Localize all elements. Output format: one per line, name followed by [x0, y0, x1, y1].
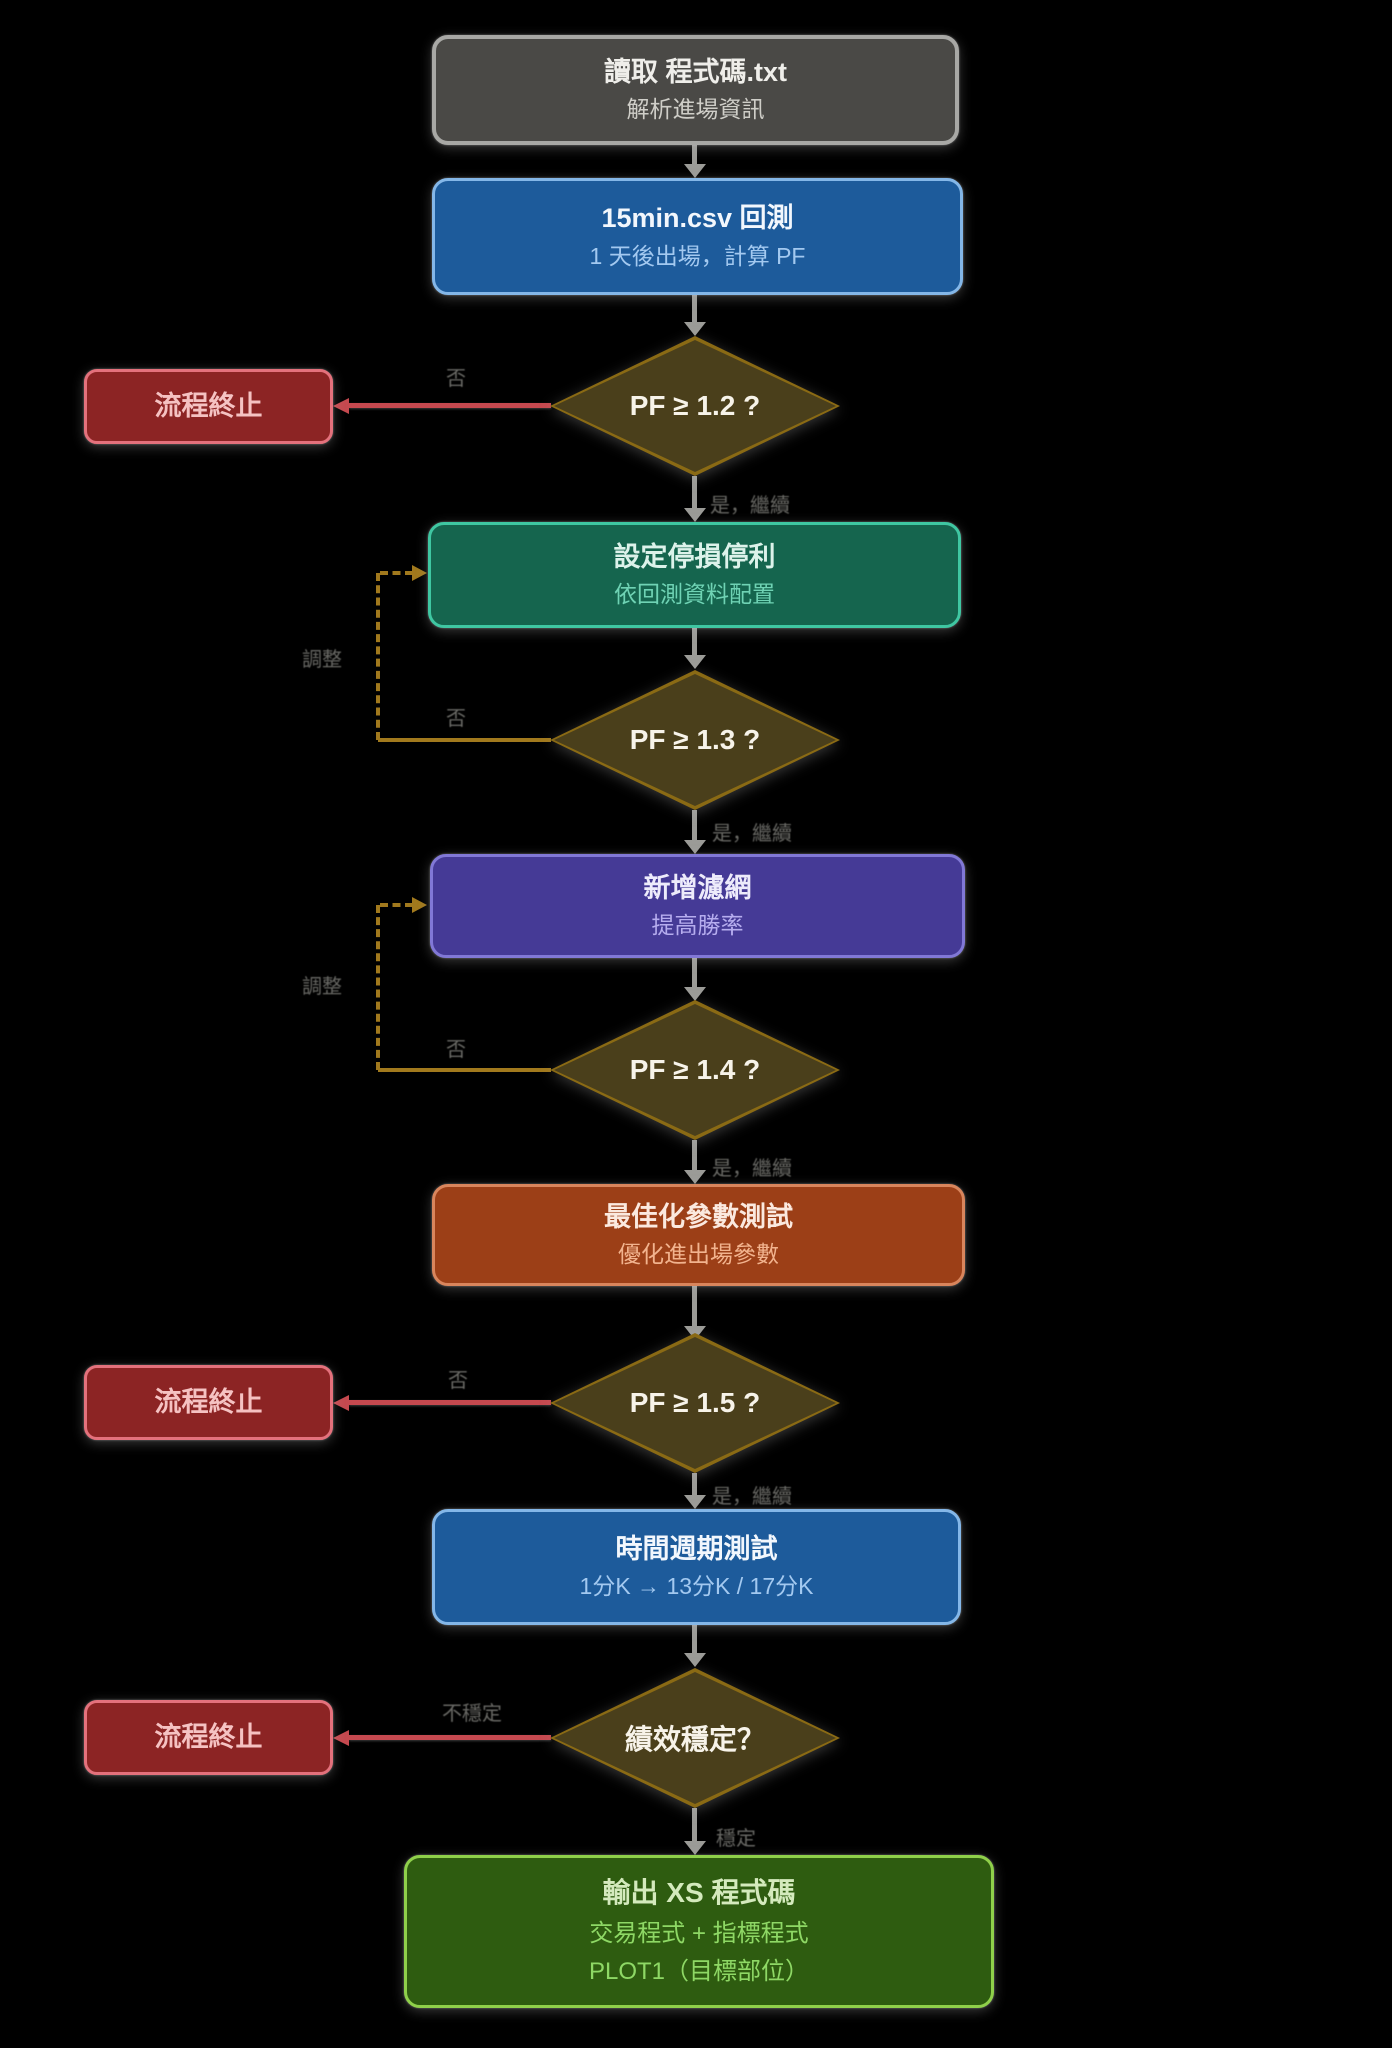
- node-subtitle: 交易程式 + 指標程式: [589, 1919, 809, 1947]
- decision-label: 績效穩定？: [624, 1724, 765, 1755]
- node-title: 流程終止: [154, 1386, 263, 1417]
- edge-label-yes: 是，繼續: [712, 1486, 792, 1508]
- connector-pf15-to-timeframe: [692, 1473, 697, 1496]
- arrowhead-right-icon: [412, 897, 427, 913]
- node-optimize-params: 最佳化參數測試 優化進出場參數: [432, 1184, 965, 1286]
- node-title: 新增濾網: [643, 872, 752, 903]
- edge-label-yes: 是，繼續: [712, 1158, 792, 1180]
- arrowhead-left-icon: [333, 1730, 349, 1746]
- decision-label: PF ≥ 1.5 ?: [629, 1387, 761, 1418]
- node-title: 時間週期測試: [615, 1533, 778, 1564]
- node-terminate-2: 流程終止: [84, 1365, 333, 1440]
- connector-timeframe-to-stable: [692, 1625, 697, 1654]
- node-subtitle: 提高勝率: [651, 912, 744, 939]
- edge-label-yes: 是，繼續: [712, 823, 792, 845]
- connector-stable-to-output: [692, 1808, 697, 1842]
- loop-pf14-vertical-segment: [376, 905, 380, 1070]
- node-terminate-1: 流程終止: [84, 369, 333, 444]
- loop-pf13-vertical-segment: [376, 573, 380, 740]
- connector-stable-to-stop3: [349, 1735, 551, 1740]
- arrowhead-left-icon: [333, 1395, 349, 1411]
- arrowhead-down-icon: [684, 322, 706, 336]
- arrowhead-left-icon: [333, 398, 349, 414]
- node-title: 最佳化參數測試: [604, 1201, 793, 1232]
- node-subtitle-2: PLOT1（目標部位）: [588, 1957, 810, 1985]
- arrowhead-down-icon: [684, 1495, 706, 1509]
- node-subtitle: 依回測資料配置: [614, 581, 775, 608]
- node-title: 15min.csv 回測: [601, 203, 794, 233]
- connector-sltp-to-pf13: [692, 628, 697, 656]
- edge-label-no: 否: [446, 368, 466, 390]
- edge-label-unstable: 不穩定: [442, 1703, 502, 1725]
- node-backtest: 15min.csv 回測 1 天後出場，計算 PF: [432, 178, 963, 295]
- connector-pf15-to-stop2: [349, 1400, 551, 1405]
- node-title: 流程終止: [154, 390, 263, 421]
- node-subtitle: 解析進場資訊: [626, 96, 765, 123]
- decision-pf-1-4: PF ≥ 1.4 ?: [550, 1000, 840, 1140]
- decision-pf-1-2: PF ≥ 1.2 ?: [550, 336, 840, 476]
- node-title: 讀取 程式碼.txt: [603, 56, 787, 87]
- arrowhead-down-icon: [684, 508, 706, 522]
- decision-performance-stable: 績效穩定？: [550, 1668, 840, 1808]
- edge-label-no: 否: [446, 708, 466, 730]
- arrowhead-down-icon: [684, 840, 706, 854]
- loop-pf13-bottom-segment: [378, 738, 551, 742]
- arrowhead-down-icon: [684, 1841, 706, 1855]
- node-terminate-3: 流程終止: [84, 1700, 333, 1775]
- node-subtitle: 優化進出場參數: [618, 1241, 779, 1268]
- decision-label: PF ≥ 1.4 ?: [629, 1054, 761, 1085]
- loop-pf13-top-segment: [380, 571, 413, 575]
- connector-pf14-to-optimize: [692, 1140, 697, 1171]
- decision-label: PF ≥ 1.3 ?: [629, 724, 761, 755]
- node-timeframe-test: 時間週期測試 1分K → 13分K / 17分K: [432, 1509, 961, 1625]
- node-subtitle: 1 天後出場，計算 PF: [589, 242, 806, 269]
- edge-label-yes: 是，繼續: [710, 495, 790, 517]
- edge-label-no: 否: [448, 1370, 468, 1392]
- decision-pf-1-3: PF ≥ 1.3 ?: [550, 670, 840, 810]
- arrowhead-down-icon: [684, 1653, 706, 1667]
- node-add-filter: 新增濾網 提高勝率: [430, 854, 965, 958]
- decision-label: PF ≥ 1.2 ?: [629, 390, 761, 421]
- node-read-code: 讀取 程式碼.txt 解析進場資訊: [432, 35, 959, 145]
- connector-read-to-backtest: [692, 145, 697, 165]
- node-subtitle: 1分K → 13分K / 17分K: [579, 1573, 814, 1600]
- node-title: 流程終止: [154, 1721, 263, 1752]
- edge-label-adjust: 調整: [302, 976, 342, 998]
- loop-pf14-top-segment: [380, 903, 413, 907]
- connector-pf13-to-filter: [692, 810, 697, 841]
- node-title: 設定停損停利: [613, 541, 776, 572]
- decision-pf-1-5: PF ≥ 1.5 ?: [550, 1333, 840, 1473]
- node-stoploss-takeprofit: 設定停損停利 依回測資料配置: [428, 522, 961, 628]
- connector-backtest-to-pf12: [692, 295, 697, 323]
- loop-pf14-bottom-segment: [378, 1068, 551, 1072]
- edge-label-adjust: 調整: [302, 649, 342, 671]
- arrowhead-down-icon: [684, 164, 706, 178]
- arrowhead-right-icon: [412, 565, 427, 581]
- connector-pf12-to-stop1: [349, 403, 551, 408]
- arrowhead-down-icon: [684, 1170, 706, 1184]
- connector-optimize-to-pf15: [692, 1286, 697, 1327]
- node-output-xs-code: 輸出 XS 程式碼 交易程式 + 指標程式 PLOT1（目標部位）: [404, 1855, 994, 2008]
- arrowhead-down-icon: [684, 655, 706, 669]
- edge-label-no: 否: [446, 1039, 466, 1061]
- edge-label-stable: 穩定: [716, 1828, 756, 1850]
- arrowhead-down-icon: [684, 987, 706, 1001]
- connector-pf12-to-sltp: [692, 476, 697, 509]
- connector-filter-to-pf14: [692, 958, 697, 988]
- node-title: 輸出 XS 程式碼: [602, 1876, 796, 1908]
